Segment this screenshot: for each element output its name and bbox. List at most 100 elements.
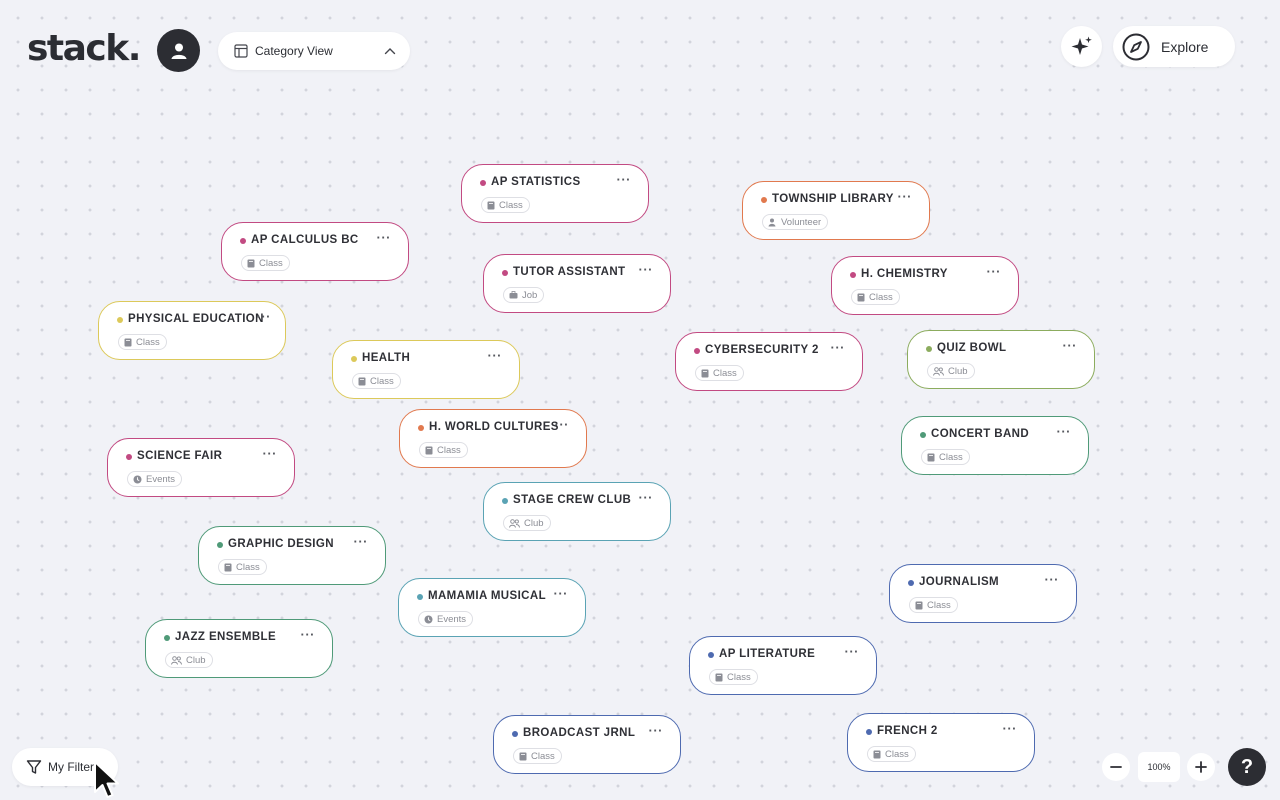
- card-tutor-assistant[interactable]: TUTOR ASSISTANT ··· Job: [483, 254, 671, 313]
- profile-button[interactable]: [157, 29, 200, 72]
- card-cybersecurity-2[interactable]: CYBERSECURITY 2 ··· Class: [675, 332, 863, 391]
- card-title: TUTOR ASSISTANT: [513, 266, 626, 278]
- more-options-icon[interactable]: ···: [1044, 572, 1059, 587]
- category-view-label: Category View: [255, 44, 333, 58]
- card-title: JOURNALISM: [919, 576, 1000, 588]
- more-options-icon[interactable]: ···: [376, 230, 391, 245]
- minus-icon: [1110, 766, 1122, 768]
- card-broadcast-jrnl[interactable]: BROADCAST JRNL ··· Class: [493, 715, 681, 774]
- card-title: JAZZ ENSEMBLE: [175, 631, 277, 643]
- card-graphic-design[interactable]: GRAPHIC DESIGN ··· Class: [198, 526, 386, 585]
- card-title: CONCERT BAND: [931, 428, 1030, 440]
- zoom-out-button[interactable]: [1102, 753, 1130, 781]
- card-tag-label: Class: [259, 257, 283, 269]
- book-icon: [487, 201, 495, 209]
- more-options-icon[interactable]: ···: [300, 627, 315, 642]
- card-concert-band[interactable]: CONCERT BAND ··· Class: [901, 416, 1089, 475]
- more-options-icon[interactable]: ···: [353, 534, 368, 549]
- filter-icon: [26, 760, 42, 774]
- zoom-in-button[interactable]: [1187, 753, 1215, 781]
- card-tag: Class: [513, 748, 562, 764]
- card-health[interactable]: HEALTH ··· Class: [332, 340, 520, 399]
- card-tag: Class: [909, 597, 958, 613]
- card-title: AP CALCULUS BC: [251, 234, 359, 246]
- category-dot: [164, 635, 170, 641]
- card-tag-label: Volunteer: [781, 216, 822, 228]
- category-dot: [926, 346, 932, 352]
- layout-icon: [234, 44, 248, 58]
- card-ap-calculus-bc[interactable]: AP CALCULUS BC ··· Class: [221, 222, 409, 281]
- card-tag-label: Club: [524, 517, 544, 529]
- card-french-2[interactable]: FRENCH 2 ··· Class: [847, 713, 1035, 772]
- category-dot: [418, 425, 424, 431]
- card-tag-label: Class: [727, 671, 751, 683]
- card-title: BROADCAST JRNL: [523, 727, 636, 739]
- more-options-icon[interactable]: ···: [1062, 338, 1077, 353]
- more-options-icon[interactable]: ···: [487, 348, 502, 363]
- more-options-icon[interactable]: ···: [616, 172, 631, 187]
- category-dot: [126, 454, 132, 460]
- more-options-icon[interactable]: ···: [897, 189, 912, 204]
- zoom-level-indicator[interactable]: 100%: [1138, 752, 1180, 782]
- more-options-icon[interactable]: ···: [256, 309, 271, 324]
- more-options-icon[interactable]: ···: [986, 264, 1001, 279]
- more-options-icon[interactable]: ···: [830, 340, 845, 355]
- card-title: HEALTH: [362, 352, 411, 364]
- card-tag-label: Class: [939, 451, 963, 463]
- card-title: TOWNSHIP LIBRARY: [772, 193, 894, 205]
- sparkle-icon: [1071, 36, 1092, 55]
- category-dot: [351, 356, 357, 362]
- help-button[interactable]: ?: [1228, 748, 1266, 786]
- card-tag: Club: [927, 363, 975, 379]
- more-options-icon[interactable]: ···: [648, 723, 663, 738]
- clock-icon: [424, 615, 433, 623]
- category-dot: [866, 729, 872, 735]
- more-options-icon[interactable]: ···: [638, 490, 653, 505]
- card-tag: Class: [241, 255, 290, 271]
- book-icon: [358, 377, 366, 385]
- card-physical-education[interactable]: PHYSICAL EDUCATION ··· Class: [98, 301, 286, 360]
- card-title: H. WORLD CULTURES: [429, 421, 559, 433]
- card-tag-label: Class: [713, 367, 737, 379]
- card-stage-crew-club[interactable]: STAGE CREW CLUB ··· Club: [483, 482, 671, 541]
- card-journalism[interactable]: JOURNALISM ··· Class: [889, 564, 1077, 623]
- card-h-chemistry[interactable]: H. CHEMISTRY ··· Class: [831, 256, 1019, 315]
- card-tag: Class: [851, 289, 900, 305]
- category-dot: [920, 432, 926, 438]
- card-ap-statistics[interactable]: AP STATISTICS ··· Class: [461, 164, 649, 223]
- card-ap-literature[interactable]: AP LITERATURE ··· Class: [689, 636, 877, 695]
- more-options-icon[interactable]: ···: [1056, 424, 1071, 439]
- explore-button[interactable]: Explore: [1113, 26, 1235, 67]
- more-options-icon[interactable]: ···: [844, 644, 859, 659]
- card-tag-label: Class: [531, 750, 555, 762]
- more-options-icon[interactable]: ···: [262, 446, 277, 461]
- category-dot: [502, 270, 508, 276]
- more-options-icon[interactable]: ···: [638, 262, 653, 277]
- card-tag: Club: [503, 515, 551, 531]
- explore-label: Explore: [1161, 38, 1209, 55]
- card-h-world-cultures[interactable]: H. WORLD CULTURES ··· Class: [399, 409, 587, 468]
- briefcase-icon: [509, 291, 518, 299]
- card-tag-label: Class: [370, 375, 394, 387]
- card-science-fair[interactable]: SCIENCE FAIR ··· Events: [107, 438, 295, 497]
- card-tag: Class: [352, 373, 401, 389]
- card-quiz-bowl[interactable]: QUIZ BOWL ··· Club: [907, 330, 1095, 389]
- ai-sparkle-button[interactable]: [1061, 26, 1102, 67]
- card-jazz-ensemble[interactable]: JAZZ ENSEMBLE ··· Club: [145, 619, 333, 678]
- card-title: QUIZ BOWL: [937, 342, 1007, 354]
- card-title: STAGE CREW CLUB: [513, 494, 632, 506]
- book-icon: [915, 601, 923, 609]
- category-dot: [417, 594, 423, 600]
- card-tag: Class: [218, 559, 267, 575]
- card-title: CYBERSECURITY 2: [705, 344, 819, 356]
- more-options-icon[interactable]: ···: [1002, 721, 1017, 736]
- card-tag: Class: [481, 197, 530, 213]
- more-options-icon[interactable]: ···: [554, 417, 569, 432]
- more-options-icon[interactable]: ···: [553, 586, 568, 601]
- card-township-library[interactable]: TOWNSHIP LIBRARY ··· Volunteer: [742, 181, 930, 240]
- stack-logo[interactable]: stack.: [27, 28, 141, 69]
- card-mamamia-musical[interactable]: MAMAMIA MUSICAL ··· Events: [398, 578, 586, 637]
- book-icon: [873, 750, 881, 758]
- category-view-dropdown[interactable]: Category View: [218, 32, 410, 70]
- book-icon: [247, 259, 255, 267]
